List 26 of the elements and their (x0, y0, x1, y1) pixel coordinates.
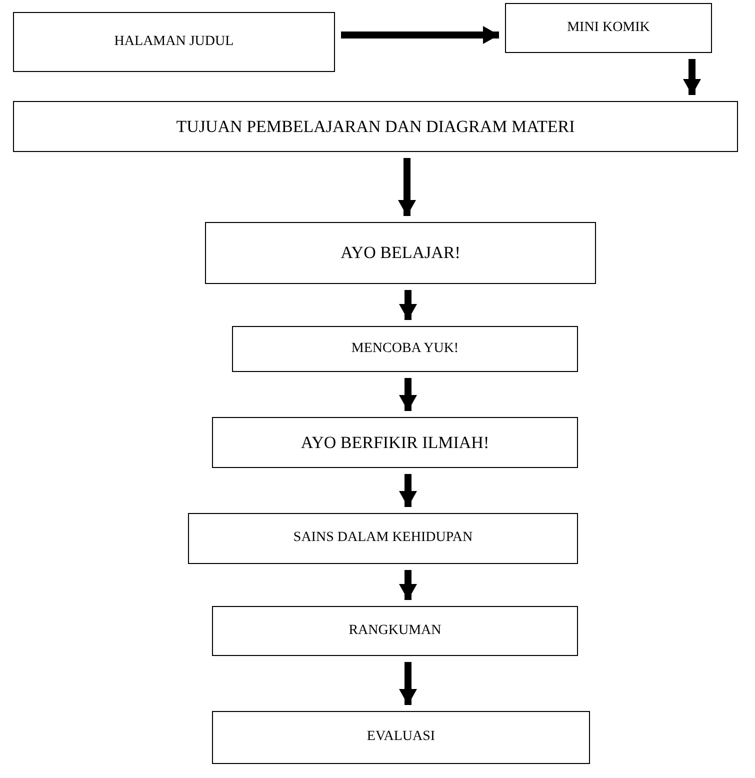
arrow (399, 378, 417, 411)
arrow (399, 570, 417, 600)
box-label: EVALUASI (366, 729, 436, 746)
process-box (212, 606, 578, 656)
process-box (505, 3, 712, 53)
box-label: SAINS DALAM KEHIDUPAN (293, 530, 473, 547)
process-box (13, 101, 738, 152)
process-box (205, 222, 596, 284)
box-label: RANGKUMAN (348, 622, 442, 640)
process-box (212, 417, 578, 468)
box-label: AYO BELAJAR! (340, 243, 460, 263)
process-box (188, 513, 578, 564)
box-label: AYO BERFIKIR ILMIAH! (300, 432, 490, 452)
process-box (232, 326, 578, 372)
process-box (212, 711, 590, 764)
arrow (341, 26, 499, 44)
arrow (399, 474, 417, 507)
process-box (13, 12, 335, 72)
box-label: HALAMAN JUDUL (114, 34, 234, 50)
box-label: MINI KOMIK (567, 20, 650, 36)
arrow (399, 290, 417, 320)
arrow (683, 59, 701, 95)
box-label: TUJUAN PEMBELAJARAN DAN DIAGRAM MATERI (176, 116, 575, 136)
arrow (398, 158, 416, 216)
arrow (399, 662, 417, 705)
box-label: MENCOBA YUK! (351, 340, 459, 358)
